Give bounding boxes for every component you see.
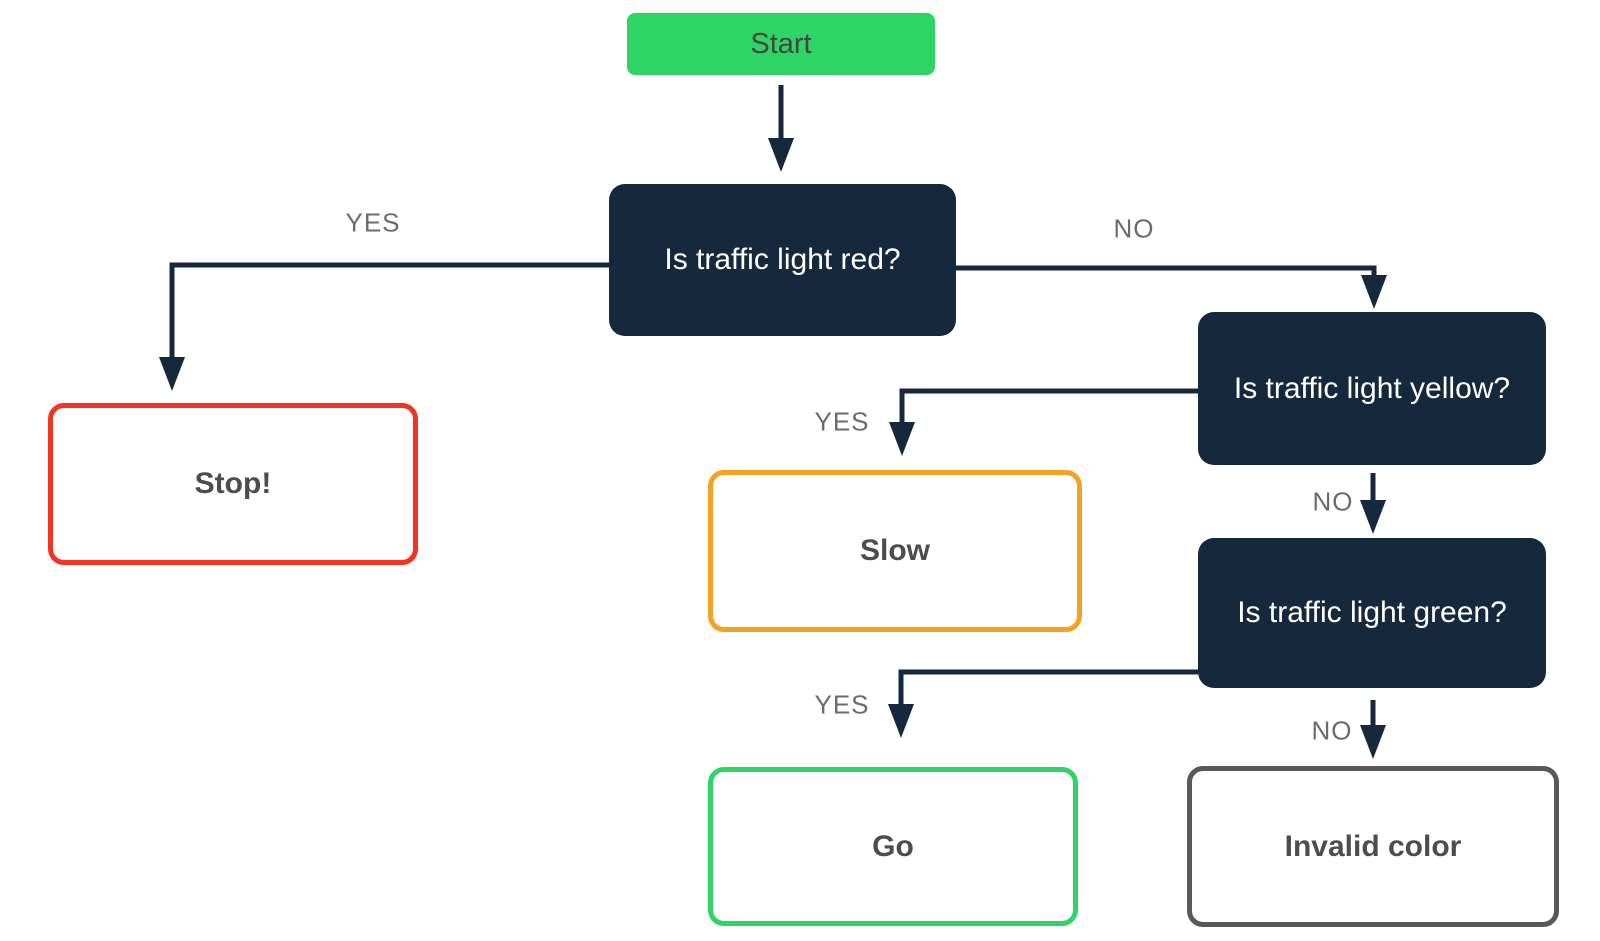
edge-label-red-no: NO bbox=[1113, 213, 1155, 244]
arrowhead-red-to-stop bbox=[159, 357, 185, 391]
arrowhead-red-to-yellow bbox=[1361, 275, 1387, 309]
node-result-slow: Slow bbox=[708, 470, 1082, 632]
node-result-go: Go bbox=[708, 767, 1078, 926]
edge-label-yellow-no: NO bbox=[1312, 486, 1354, 517]
node-question-yellow: Is traffic light yellow? bbox=[1198, 312, 1546, 465]
edge-red-to-yellow bbox=[956, 265, 1377, 276]
node-question-green: Is traffic light green? bbox=[1198, 538, 1546, 688]
arrowhead-green-to-invalid bbox=[1360, 725, 1386, 759]
edge-label-green-yes: YES bbox=[814, 689, 870, 720]
node-result-stop: Stop! bbox=[48, 403, 418, 565]
node-question-red: Is traffic light red? bbox=[609, 184, 956, 336]
node-start: Start bbox=[627, 13, 935, 75]
arrowhead-yellow-to-green bbox=[1360, 500, 1386, 534]
edge-label-yellow-yes: YES bbox=[814, 406, 870, 437]
edge-yellow-to-slow bbox=[899, 388, 1198, 423]
edge-label-red-yes: YES bbox=[345, 207, 401, 238]
arrowhead-yellow-to-slow bbox=[889, 422, 915, 456]
node-result-invalid: Invalid color bbox=[1187, 766, 1559, 927]
edge-green-to-go bbox=[898, 669, 1198, 705]
edge-red-to-stop bbox=[169, 262, 609, 357]
arrowhead-start-to-red bbox=[768, 138, 794, 172]
edge-label-green-no: NO bbox=[1311, 715, 1353, 746]
arrowhead-green-to-go bbox=[888, 704, 914, 738]
